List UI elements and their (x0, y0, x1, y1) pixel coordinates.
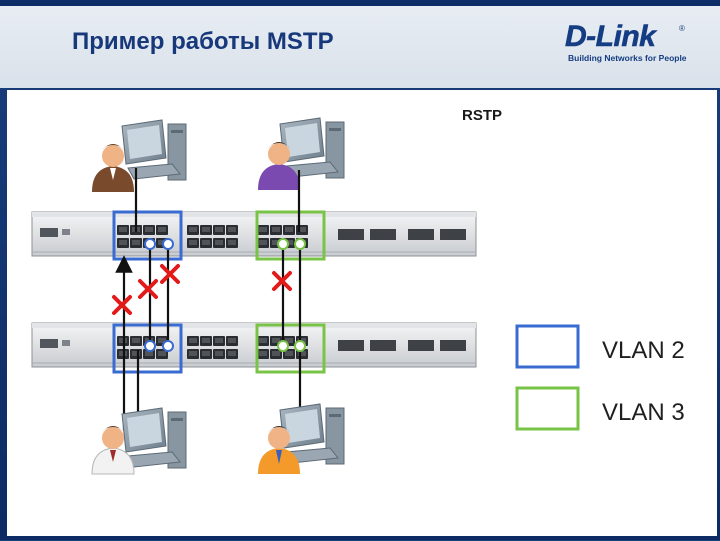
switch-bottom (32, 323, 476, 367)
header-stripe (0, 0, 720, 6)
legend: VLAN 2 VLAN 3 (515, 324, 685, 431)
blocked-x-icon (112, 295, 132, 315)
slide-header: Пример работы MSTP D-Link ® Building Net… (0, 0, 720, 88)
switch-top (32, 212, 476, 256)
logo-tagline: Building Networks for People (568, 53, 687, 63)
logo-text: D-Link (565, 20, 656, 54)
port-markers (144, 238, 306, 352)
user-icon (91, 426, 135, 475)
user-icon (258, 426, 300, 474)
blocked-x-icon (160, 264, 180, 284)
logo-registered-mark: ® (679, 24, 685, 33)
legend-label-vlan3: VLAN 3 (602, 399, 685, 426)
blocked-x-icon (138, 279, 158, 299)
vlan2-port-group-top (112, 210, 183, 261)
dlink-logo: D-Link ® Building Networks for People (565, 20, 687, 66)
mstp-diagram: RSTP (7, 107, 685, 475)
user-icon (92, 144, 134, 192)
legend-swatch-vlan3 (515, 386, 580, 431)
protocol-label: RSTP (462, 107, 502, 124)
vlan3-port-group-bottom (255, 323, 326, 374)
user-icon (258, 142, 300, 190)
computer-icon (121, 119, 187, 181)
vlan2-port-group-bottom (112, 323, 183, 374)
legend-swatch-vlan2 (515, 324, 580, 369)
blocked-x-icon (272, 271, 292, 291)
slide-title: Пример работы MSTP (72, 28, 334, 55)
slide-content: RSTP (7, 90, 717, 536)
legend-label-vlan2: VLAN 2 (602, 337, 685, 364)
vlan3-port-group-top (255, 210, 326, 261)
computer-icon (121, 407, 187, 469)
link-lines (115, 168, 302, 430)
